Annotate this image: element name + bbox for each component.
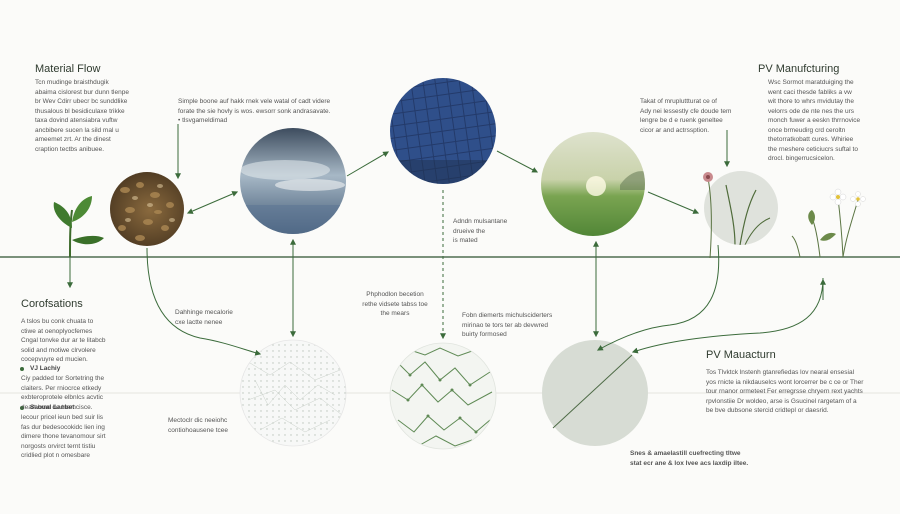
- network-pattern-light: [240, 340, 346, 446]
- bullet-2-text: lecour pricel ieun bed suir lis fas dur …: [21, 414, 106, 459]
- bullet-2-title: Saoual Lanbet: [30, 404, 75, 411]
- pv-manufacturing-text: Wsc Sormot maratduiging the went caci th…: [768, 79, 861, 162]
- pv-manufacture-text: Tos Tlvktck lnstenh gtanrefiedas lov nea…: [706, 369, 864, 414]
- center-bottom-left-text: Dahhinge mecalorie cxe lactte nenee: [175, 309, 233, 326]
- heading-pv-manufacture: PV Mauacturn: [706, 349, 776, 361]
- seeds-image: [110, 172, 184, 246]
- recycled-material-disc: [542, 340, 648, 446]
- network-pattern-green: [390, 343, 496, 449]
- wildflower-image: [704, 171, 778, 245]
- daisy-icon: [791, 188, 866, 258]
- disc-diagonal: [552, 354, 633, 429]
- bullet-dot-1: [20, 367, 24, 371]
- bullet-1-text: Ciy padded tor Sortetring the claiters. …: [21, 375, 105, 411]
- sunrise-field-image: [541, 132, 645, 236]
- seedling-icon: [53, 196, 104, 258]
- bullet-dot-2: [20, 406, 24, 410]
- center-top-left-text: Simple boone auf hakk rnek vele watal of…: [178, 98, 331, 124]
- center-mid-text: Adndn mulsantane drueive the is mated: [453, 218, 508, 244]
- center-right-top-text: Takat of mrupluttturat ce of Ady nei les…: [640, 98, 732, 134]
- sky-image: [240, 128, 346, 234]
- center-bottom-left-text-2: Mectoclr dic neeiohc contiohoausene tcee: [168, 417, 228, 434]
- heading-material-flow: Material Flow: [35, 63, 101, 75]
- material-flow-text: Tcn mudinge braisthdugik abaima cislores…: [35, 79, 129, 153]
- center-bottom-right-text: Fobn diemerts michulsciderters mirinao t…: [462, 312, 553, 338]
- bullet-1-title: VJ Lachiy: [30, 365, 61, 372]
- considerations-text: A tslos bu conk chuata to ctiwe at oenop…: [21, 318, 106, 363]
- solar-panel-image: [390, 78, 496, 184]
- heading-considerations: Corofsations: [21, 298, 83, 310]
- center-bottom-mid-text: Phphodlon becetion rethe vidsete tabss t…: [362, 291, 428, 317]
- bottom-right-note: Snes & amaelastill cuefrecting tltwe sta…: [630, 450, 749, 467]
- wildflower-icon: [703, 172, 713, 259]
- heading-pv-manufacturing: PV Manufcturing: [758, 63, 840, 75]
